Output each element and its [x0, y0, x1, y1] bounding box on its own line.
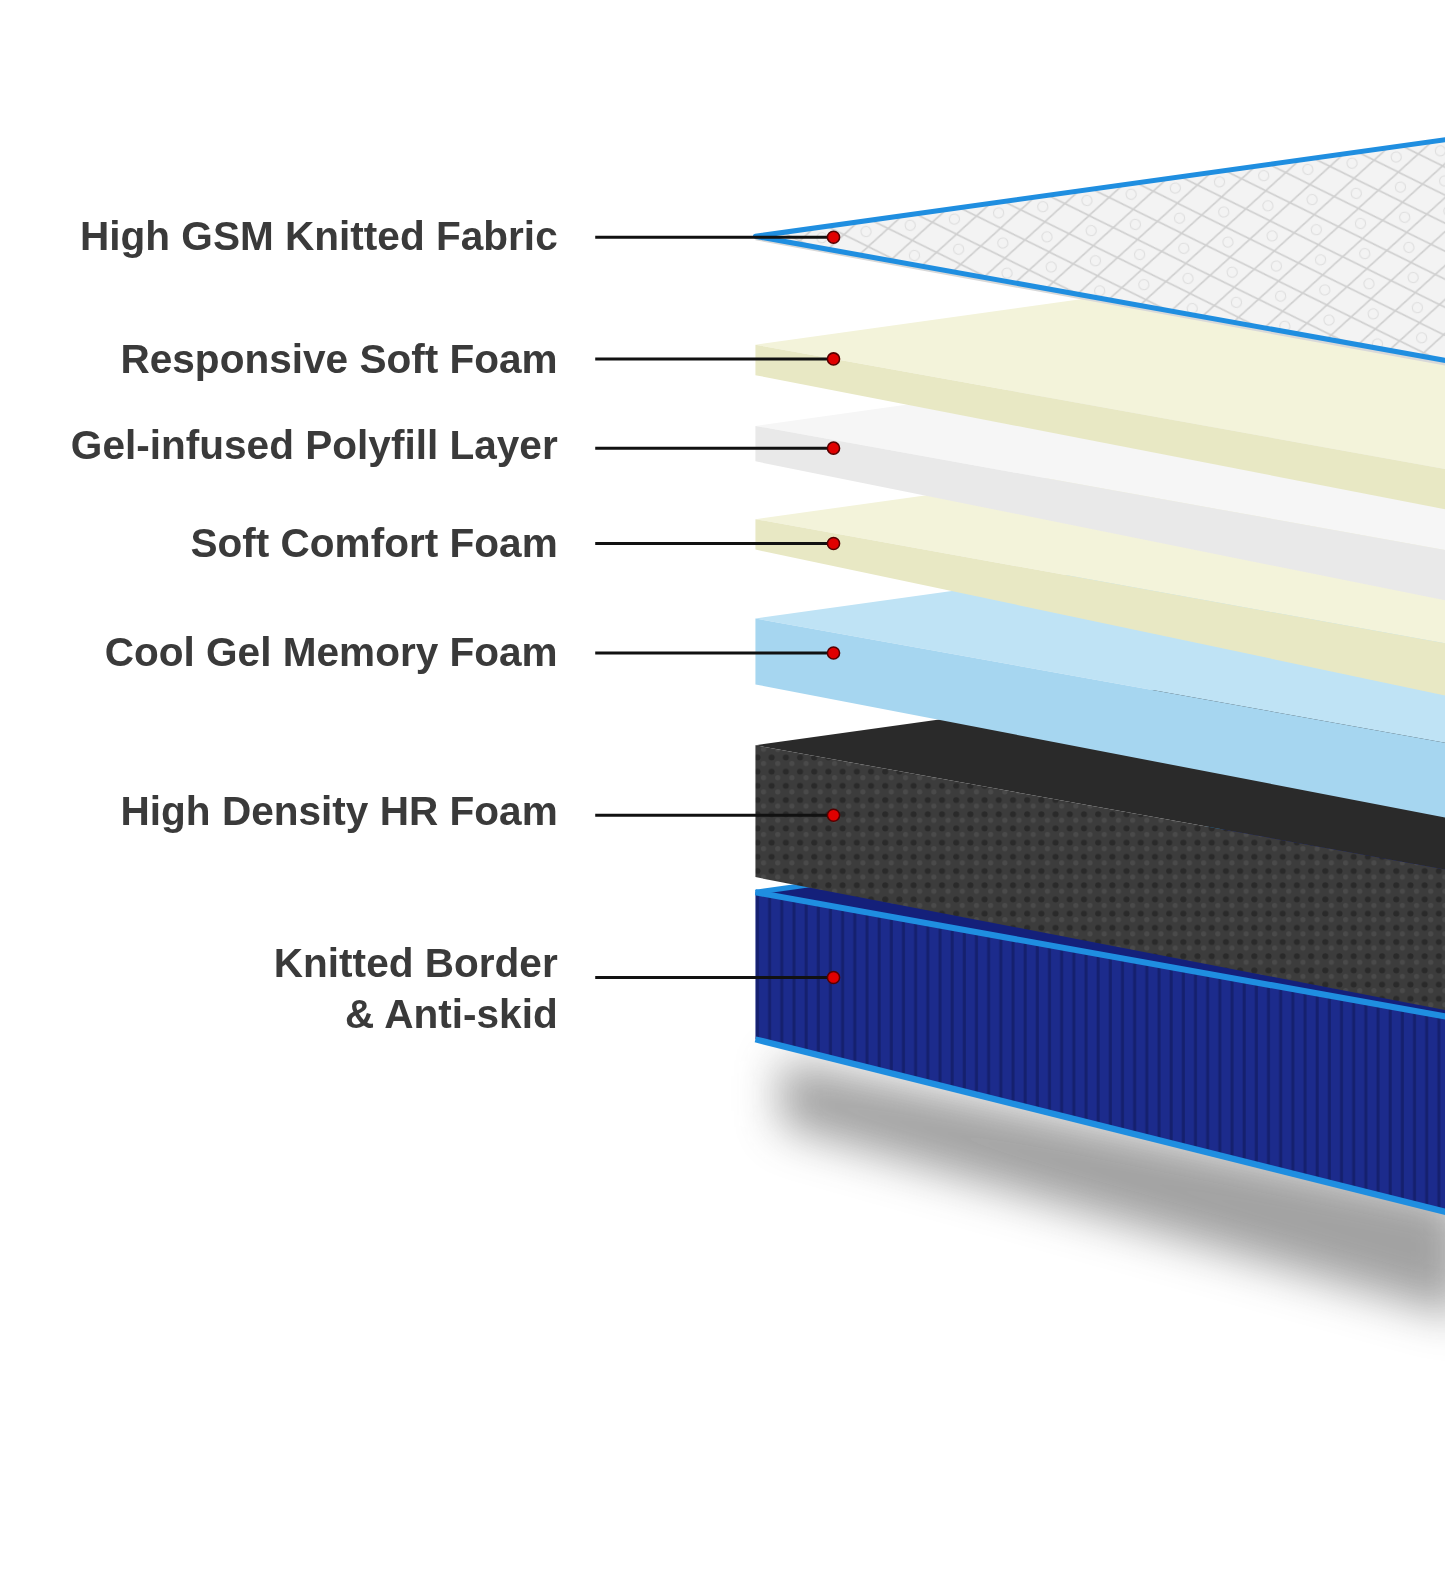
leader-lines [595, 237, 833, 977]
leader-line [595, 236, 833, 239]
leader-line [595, 976, 833, 979]
leader-dot [827, 647, 839, 659]
leader-dot [827, 537, 839, 549]
leader-line [595, 814, 833, 817]
layer-label: Soft Comfort Foam [10, 517, 558, 568]
leader-dots [827, 231, 839, 983]
layer-label: Cool Gel Memory Foam [10, 627, 558, 678]
leader-line [595, 357, 833, 360]
layer-label: High Density HR Foam [10, 786, 558, 837]
layer-label: Responsive Soft Foam [10, 334, 558, 385]
leader-line [595, 651, 833, 654]
leader-dot [827, 231, 839, 243]
layer-label: Knitted Border & Anti-skid [243, 938, 557, 1039]
base-piping [755, 1039, 1445, 1216]
leader-dot [827, 442, 839, 454]
layer-label: Gel-infused Polyfill Layer [10, 420, 558, 471]
layer-label: High GSM Knitted Fabric [10, 211, 558, 262]
leader-dot [827, 809, 839, 821]
leader-line [595, 542, 833, 545]
fabric-top [755, 137, 1445, 364]
fabric-piping [755, 137, 1445, 364]
leader-line [595, 447, 833, 450]
leader-dot [827, 353, 839, 365]
leader-dot [827, 971, 839, 983]
soft-front [755, 345, 1445, 513]
